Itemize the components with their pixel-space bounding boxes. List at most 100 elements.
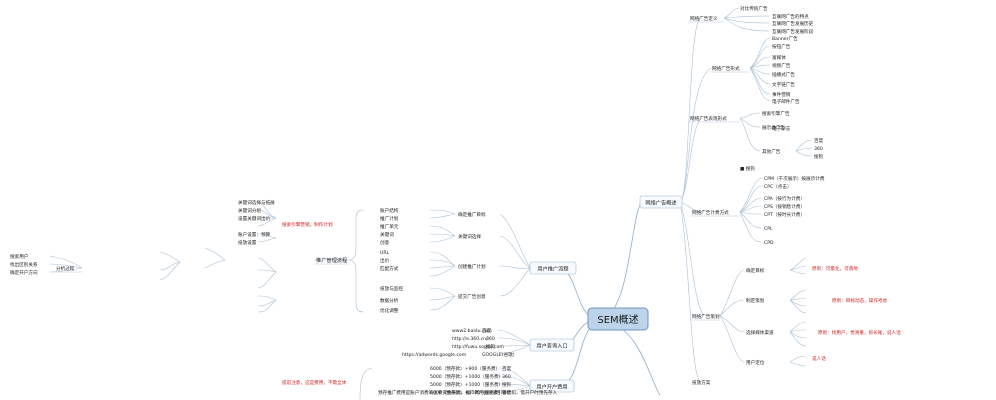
account-item-2: 推广计划 bbox=[380, 215, 399, 222]
process-item-7: 优化调整 bbox=[380, 307, 399, 314]
process-items: 确定推广目标 关键词选择 创建推广计划 提交广告创意 账户结构 推广计划 推广单… bbox=[380, 207, 486, 314]
billing-item-cpt: CPT（按时长计费） bbox=[764, 211, 805, 218]
overview-subsections: 网络广告定义 对比传统广告 互联网广告的特点 互联网广告发展历史 互联网广告发展… bbox=[688, 5, 901, 386]
left-step-4: 账户设置：预算 bbox=[238, 231, 271, 238]
definition-item-4: 互联网广告发展阶段 bbox=[772, 28, 814, 35]
forms-label[interactable]: 网络广告形式 bbox=[712, 65, 740, 72]
branch-promo-process-label: 用户推广流程 bbox=[537, 265, 568, 273]
search-item-sogou: 搜狗 bbox=[814, 153, 824, 160]
account-item-7: 出价 bbox=[380, 257, 390, 264]
process-item-1: 确定推广目标 bbox=[458, 211, 486, 218]
definition-item-3: 互联网广告发展历史 bbox=[772, 20, 814, 27]
definition-label[interactable]: 网络广告定义 bbox=[690, 15, 718, 22]
cost-name-4: 谷歌 bbox=[502, 389, 512, 396]
planning-label[interactable]: 网络广告策划 bbox=[692, 313, 720, 320]
form-item-1: Banner广告 bbox=[772, 35, 798, 42]
branch-ad-overview-label: 网络广告概述 bbox=[645, 199, 676, 207]
planning-item-media: 选择媒体渠道 bbox=[746, 329, 774, 336]
search-item-baidu: 百度 bbox=[814, 137, 824, 144]
form-item-8: 电子邮件广告 bbox=[772, 98, 800, 105]
process-item-4: 提交广告创意 bbox=[458, 293, 486, 300]
billing-item-cpd: CPD bbox=[764, 240, 774, 246]
left-note: 搜索引擎营销，制作计划 bbox=[282, 221, 333, 228]
process-item-5: 投放与监控 bbox=[380, 285, 403, 292]
cost-name-2: 360 bbox=[502, 374, 511, 380]
left-item-3: 确定开户方向 bbox=[10, 269, 38, 276]
entry-360-name: 360 bbox=[486, 336, 495, 342]
cost-name-3: 搜狗 bbox=[502, 381, 512, 388]
left-step-2: 关键词分组 bbox=[238, 207, 261, 214]
cost-3: 5000（预存款）+1000（服务费） bbox=[430, 381, 503, 388]
cost-name-1: 百度 bbox=[502, 365, 512, 372]
account-item-5: 创意 bbox=[380, 239, 390, 246]
cost-bottom-note: 预存推广费用是账户消费的主要资金来源，推广费用由搜索引擎代扣，需开户时预先存入 bbox=[378, 389, 558, 396]
sogou-flag: ■ 搜狗 bbox=[740, 165, 755, 172]
cost-1: 6000（预存款）+900（服务费） bbox=[430, 365, 500, 372]
display-types-label[interactable]: 网络广告表现形式 bbox=[690, 115, 727, 122]
form-item-4: 视频广告 bbox=[772, 62, 791, 69]
planning-item-plan: 制定策划 bbox=[746, 297, 765, 304]
account-item-6: URL bbox=[380, 250, 390, 256]
cost-4: 6000（预存款）+1000（服务费） bbox=[430, 389, 503, 396]
branch-account-cost-label: 用户开户费用 bbox=[536, 383, 567, 391]
form-item-6: 文字链广告 bbox=[772, 81, 795, 88]
left-item-2: 找出区别关系 bbox=[10, 261, 38, 268]
display-item-other: 其他广告 bbox=[762, 148, 781, 155]
billing-item-cpl: CPL bbox=[764, 226, 773, 232]
center-title: SEM概述 bbox=[597, 313, 638, 326]
account-costs: 6000（预存款）+900（服务费） 百度 5000（预存款）+1000（服务费… bbox=[282, 365, 558, 396]
entry-google-url[interactable]: https://adwords.google.com bbox=[402, 352, 467, 358]
account-item-1: 账户结构 bbox=[380, 207, 399, 214]
branch-manage-flow[interactable]: 推广管理流程 bbox=[314, 256, 350, 265]
entry-360-url[interactable]: http://e.360.cn/ bbox=[452, 336, 488, 342]
planning-note-1: 原则：可量化，可落地 bbox=[812, 265, 858, 272]
planning-note-2: 原则：目标动态，操作考虑 bbox=[832, 297, 888, 304]
definition-item-2: 互联网广告的特点 bbox=[772, 13, 809, 20]
billing-item-cpa: CPA（按行为计费） bbox=[764, 195, 805, 202]
entry-sogou-url[interactable]: http://fuwu.sogou.com bbox=[452, 344, 504, 350]
account-item-4: 关键词 bbox=[380, 231, 394, 238]
billing-item-cpm: CPM（千次展示）按展示计费 bbox=[764, 175, 825, 182]
account-item-3: 推广单元 bbox=[380, 223, 399, 230]
branch-account-cost[interactable]: 用户开户费用 bbox=[529, 379, 575, 393]
planning-note-4: 说人话 bbox=[812, 355, 826, 362]
process-item-3: 创建推广计划 bbox=[458, 263, 486, 270]
left-step-1: 关键词选择与拓展 bbox=[238, 199, 275, 206]
cost-2: 5000（预存款）+1000（服务费） bbox=[430, 373, 503, 380]
form-item-7: 事件营销 bbox=[772, 91, 791, 98]
planning-item-user: 用户定位 bbox=[746, 359, 765, 366]
entry-baidu-url[interactable]: www2.baidu.com bbox=[452, 328, 492, 334]
billing-label[interactable]: 网络广告计费方式 bbox=[692, 209, 729, 216]
left-branch-label[interactable]: 分析过程 bbox=[56, 265, 75, 272]
connectors bbox=[49, 7, 813, 400]
branch-promo-process[interactable]: 用户推广流程 bbox=[529, 261, 577, 275]
branch-search-entry-label: 用户查询入口 bbox=[536, 342, 567, 350]
branch-search-entry[interactable]: 用户查询入口 bbox=[529, 338, 575, 352]
center-node[interactable]: SEM概述 bbox=[587, 307, 649, 331]
entry-sogou-name: 搜狗 bbox=[486, 343, 496, 350]
search-item-360: 360 bbox=[814, 146, 823, 152]
display-item-display: 展示类广告 bbox=[762, 124, 785, 131]
form-item-3: 富媒体 bbox=[772, 54, 786, 61]
left-item-1: 搜索用户 bbox=[10, 253, 28, 260]
branch-ad-overview[interactable]: 网络广告概述 bbox=[639, 195, 683, 209]
form-item-2: 按钮广告 bbox=[772, 43, 791, 50]
display-item-search: 搜索引擎广告 bbox=[762, 110, 790, 117]
process-item-2: 关键词选择 bbox=[458, 233, 481, 240]
billing-item-cps: CPS（按销售计费） bbox=[764, 203, 805, 210]
entry-google-name: GOOGLE(谷歌) bbox=[482, 351, 515, 358]
search-entries: www2.baidu.com 百度 http://e.360.cn/ 360 h… bbox=[402, 327, 515, 358]
form-item-10: 电子杂志 bbox=[772, 125, 791, 132]
account-item-8: 匹配方式 bbox=[380, 265, 399, 272]
left-step-5: 投放设置 bbox=[238, 239, 257, 246]
left-branch: 关键词选择与拓展 关键词分组 设置关键词出价 账户设置：预算 投放设置 搜索引擎… bbox=[10, 199, 333, 276]
process-item-6: 数据分析 bbox=[380, 297, 399, 304]
planning-item-goal: 确定目标 bbox=[746, 267, 765, 274]
cost-note: 提前注意，这是费用，不需全体 bbox=[282, 379, 347, 386]
planning-note-3: 原则：找用户，觉清重，抓长尾，说人话 bbox=[818, 329, 901, 336]
branch-manage-flow-label: 推广管理流程 bbox=[316, 256, 347, 264]
form-item-5: 插播式广告 bbox=[772, 71, 795, 78]
solutions-label[interactable]: 投放方案 bbox=[692, 379, 711, 386]
left-step-3: 设置关键词出价 bbox=[238, 215, 271, 222]
